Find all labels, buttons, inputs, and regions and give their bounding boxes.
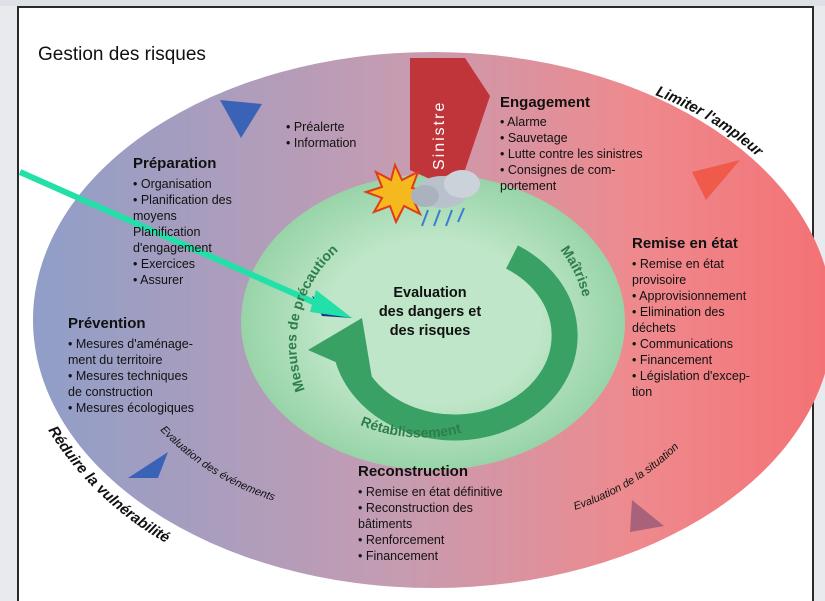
list-item: • Assurer — [133, 273, 183, 287]
cycle-arrow — [333, 245, 578, 441]
list-item: • Exercices — [133, 257, 195, 271]
list-item: • Financement — [632, 353, 713, 367]
list-item: portement — [500, 179, 557, 193]
sinistre-band — [410, 58, 490, 180]
engagement-heading: Engagement — [500, 94, 590, 111]
list-item: • Mesures d'aménage- — [68, 337, 193, 351]
reconstruction-list: • Remise en état définitive • Reconstruc… — [358, 485, 503, 563]
pointer-arrow-line — [18, 169, 322, 308]
prevention-heading: Prévention — [68, 315, 146, 332]
list-item: • Législation d'excep- — [632, 369, 750, 383]
prealerte-item: • Préalerte — [286, 120, 345, 134]
list-item: • Remise en état définitive — [358, 485, 503, 499]
list-item: provisoire — [632, 273, 686, 287]
triangle-top-right — [692, 160, 740, 200]
list-item: • Consignes de com- — [500, 163, 616, 177]
list-item: • Mesures écologiques — [68, 401, 194, 415]
list-item: d'engagement — [133, 241, 212, 255]
remise-heading: Remise en état — [632, 235, 738, 252]
center-line-1: Evaluation — [393, 285, 466, 301]
sinistre-label: Sinistre — [431, 101, 448, 170]
preparation-heading: Préparation — [133, 155, 216, 172]
triangle-bottom-left — [128, 452, 168, 478]
prevention-list: • Mesures d'aménage- ment du territoire … — [68, 337, 194, 415]
list-item: • Reconstruction des — [358, 501, 473, 515]
top-bar — [0, 0, 825, 6]
diagram-title: Gestion des risques — [38, 44, 206, 65]
list-item: • Organisation — [133, 177, 212, 191]
list-item: • Remise en état — [632, 257, 724, 271]
prealerte-item: • Information — [286, 136, 356, 150]
list-item: ment du territoire — [68, 353, 163, 367]
center-line-3: des risques — [390, 323, 471, 339]
list-item: • Approvisionnement — [632, 289, 747, 303]
cycle-arrow-head — [308, 318, 372, 378]
reconstruction-heading: Reconstruction — [358, 463, 468, 480]
preparation-list: • Organisation • Planification des moyen… — [133, 177, 232, 287]
list-item: moyens — [133, 209, 177, 223]
center-line-2: des dangers et — [379, 304, 482, 320]
remise-list: • Remise en état provisoire • Approvisio… — [632, 257, 750, 399]
list-item: • Planification des — [133, 193, 232, 207]
engagement-list: • Alarme • Sauvetage • Lutte contre les … — [500, 115, 643, 193]
list-item: • Financement — [358, 549, 439, 563]
pointer-arrow-head-outline — [310, 290, 352, 318]
triangle-top-left — [220, 100, 262, 138]
storm-cloud-icon — [411, 170, 480, 227]
list-item: • Alarme — [500, 115, 547, 129]
list-item: de construction — [68, 385, 153, 399]
list-item: • Mesures techniques — [68, 369, 188, 383]
list-item: • Lutte contre les sinistres — [500, 147, 643, 161]
list-item: bâtiments — [358, 517, 412, 531]
list-item: tion — [632, 385, 652, 399]
list-item: déchets — [632, 321, 676, 335]
explosion-icon — [362, 162, 431, 225]
list-item: Planification — [133, 225, 200, 239]
triangle-bottom-right — [630, 500, 664, 532]
list-item: • Communications — [632, 337, 733, 351]
list-item: • Elimination des — [632, 305, 725, 319]
list-item: • Sauvetage — [500, 131, 568, 145]
list-item: • Renforcement — [358, 533, 445, 547]
